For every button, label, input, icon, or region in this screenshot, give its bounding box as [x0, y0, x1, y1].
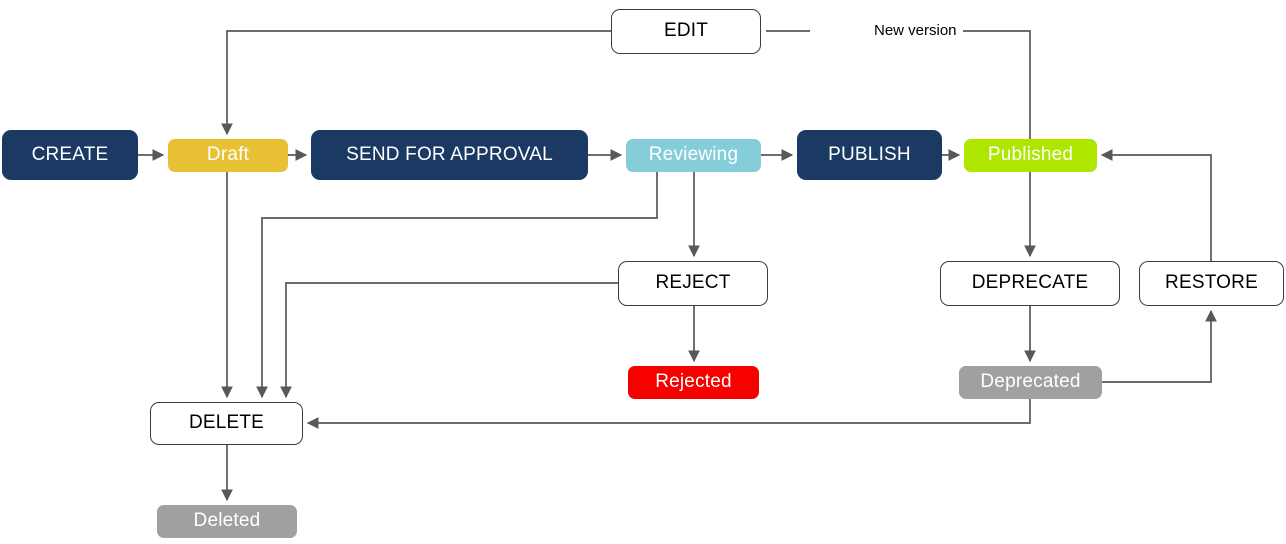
node-published[interactable]: Published [964, 139, 1097, 172]
node-publish-label: PUBLISH [828, 143, 911, 165]
node-rejected[interactable]: Rejected [628, 366, 759, 399]
node-deleted[interactable]: Deleted [157, 505, 297, 538]
node-restore[interactable]: RESTORE [1139, 261, 1284, 306]
node-create-label: CREATE [31, 143, 109, 165]
node-edit[interactable]: EDIT [611, 9, 761, 54]
node-deprecated-label: Deprecated [980, 371, 1081, 393]
node-reviewing-label: Reviewing [648, 144, 739, 166]
edge-edit-to-draft [221, 30, 611, 136]
edge-reject-to-delete [280, 282, 618, 399]
node-create[interactable]: CREATE [2, 130, 138, 180]
edge-reviewing-to-delete [256, 172, 658, 399]
node-delete[interactable]: DELETE [150, 402, 303, 445]
node-deprecate[interactable]: DEPRECATE [940, 261, 1120, 306]
node-deprecate-label: DEPRECATE [971, 272, 1089, 294]
node-edit-label: EDIT [663, 20, 709, 42]
node-delete-label: DELETE [188, 412, 265, 434]
node-reject-label: REJECT [655, 272, 731, 294]
node-restore-label: RESTORE [1165, 272, 1258, 294]
edge-published-to-edit [936, 25, 1031, 139]
edge-restore-to-published [1100, 149, 1212, 261]
node-reject[interactable]: REJECT [618, 261, 768, 306]
node-rejected-label: Rejected [655, 371, 732, 393]
node-draft-label: Draft [206, 144, 250, 166]
node-draft[interactable]: Draft [168, 139, 288, 172]
node-send-for-approval-label: SEND FOR APPROVAL [346, 143, 553, 165]
node-deprecated[interactable]: Deprecated [959, 366, 1102, 399]
node-deleted-label: Deleted [193, 510, 261, 532]
node-publish[interactable]: PUBLISH [797, 130, 942, 180]
node-send-for-approval[interactable]: SEND FOR APPROVAL [311, 130, 588, 180]
edge-deprecated-to-delete [306, 399, 1031, 429]
node-reviewing[interactable]: Reviewing [626, 139, 761, 172]
edge-deprecated-to-restore [1102, 309, 1217, 383]
edge-label-new-version: New version [868, 22, 963, 39]
node-published-label: Published [987, 144, 1074, 166]
